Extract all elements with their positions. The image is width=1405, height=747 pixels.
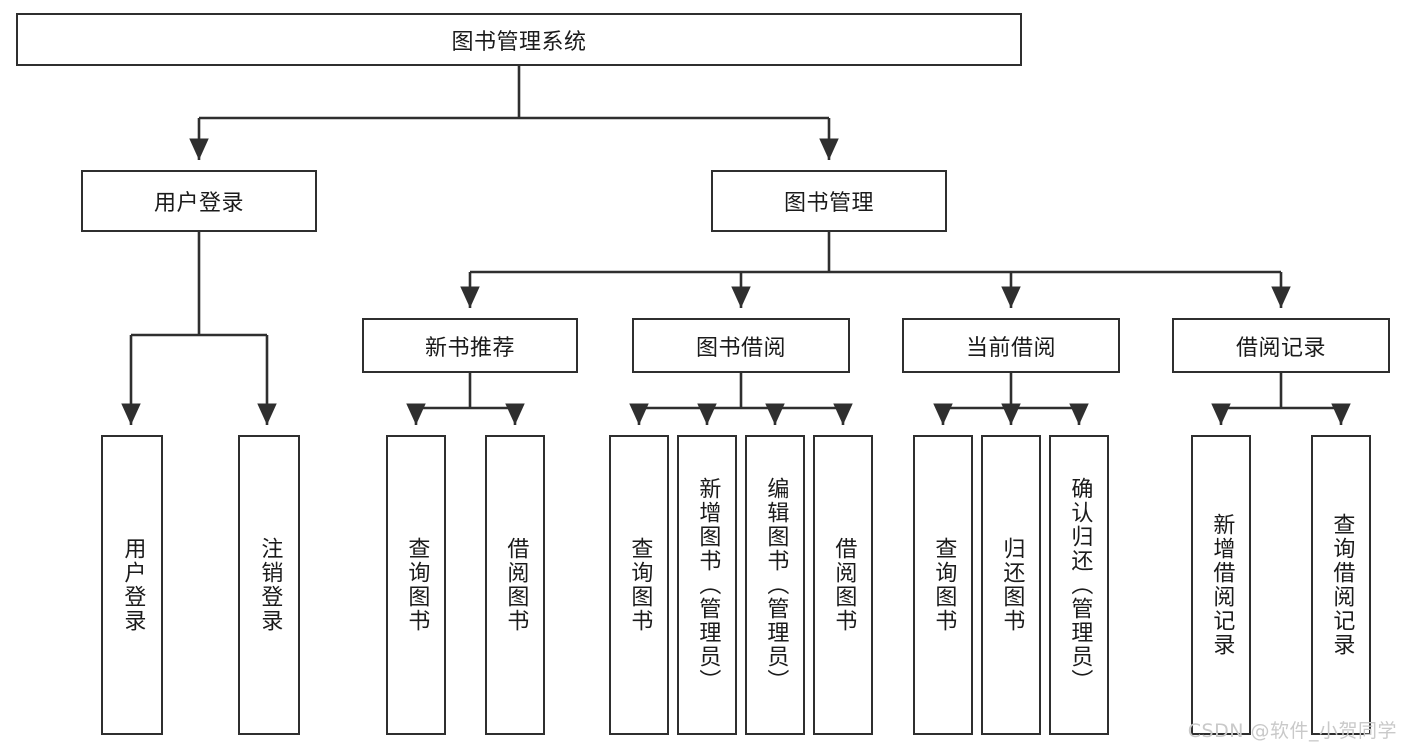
node-label: 借阅图书: [503, 537, 529, 633]
node-book-borrow[interactable]: 图书借阅: [632, 318, 850, 373]
leaf-book-borrow-query[interactable]: 查询图书: [609, 435, 669, 735]
node-label: 注销登录: [257, 537, 283, 633]
leaf-new-book-query[interactable]: 查询图书: [386, 435, 446, 735]
leaf-current-borrow-confirm-return[interactable]: 确认归还（管理员）: [1049, 435, 1109, 735]
leaf-borrow-record-query[interactable]: 查询借阅记录: [1311, 435, 1371, 735]
node-borrow-record[interactable]: 借阅记录: [1172, 318, 1390, 373]
node-label: 图书管理系统: [451, 29, 587, 55]
node-label: 新增借阅记录: [1209, 513, 1235, 657]
leaf-current-borrow-return[interactable]: 归还图书: [981, 435, 1041, 735]
leaf-borrow-record-add[interactable]: 新增借阅记录: [1191, 435, 1251, 735]
node-label: 查询图书: [627, 537, 653, 633]
node-current-borrow[interactable]: 当前借阅: [902, 318, 1120, 373]
node-label: 查询借阅记录: [1329, 513, 1355, 657]
node-label: 图书管理: [783, 191, 874, 216]
watermark-text: CSDN @软件_小贺同学: [1187, 720, 1397, 742]
node-label: 新书推荐: [424, 335, 515, 361]
node-root-book-management-system[interactable]: 图书管理系统: [16, 13, 1022, 66]
node-new-book-recommend[interactable]: 新书推荐: [362, 318, 578, 373]
node-label: 用户登录: [120, 537, 146, 633]
node-label: 查询图书: [404, 537, 430, 633]
node-label: 编辑图书（管理员）: [763, 477, 789, 693]
leaf-book-borrow-borrow[interactable]: 借阅图书: [813, 435, 873, 735]
leaf-book-borrow-edit[interactable]: 编辑图书（管理员）: [745, 435, 805, 735]
node-label: 借阅记录: [1235, 335, 1326, 361]
node-book-management[interactable]: 图书管理: [711, 170, 947, 232]
node-label: 用户登录: [153, 191, 244, 216]
leaf-user-login-logout[interactable]: 注销登录: [238, 435, 300, 735]
node-label: 确认归还（管理员）: [1067, 477, 1093, 693]
leaf-new-book-borrow[interactable]: 借阅图书: [485, 435, 545, 735]
node-label: 新增图书（管理员）: [695, 477, 721, 693]
leaf-user-login-login[interactable]: 用户登录: [101, 435, 163, 735]
node-label: 借阅图书: [831, 537, 857, 633]
leaf-current-borrow-query[interactable]: 查询图书: [913, 435, 973, 735]
leaf-book-borrow-add[interactable]: 新增图书（管理员）: [677, 435, 737, 735]
node-user-login[interactable]: 用户登录: [81, 170, 317, 232]
node-label: 查询图书: [931, 537, 957, 633]
node-label: 当前借阅: [965, 335, 1056, 361]
node-label: 图书借阅: [695, 335, 786, 361]
node-label: 归还图书: [999, 537, 1025, 633]
